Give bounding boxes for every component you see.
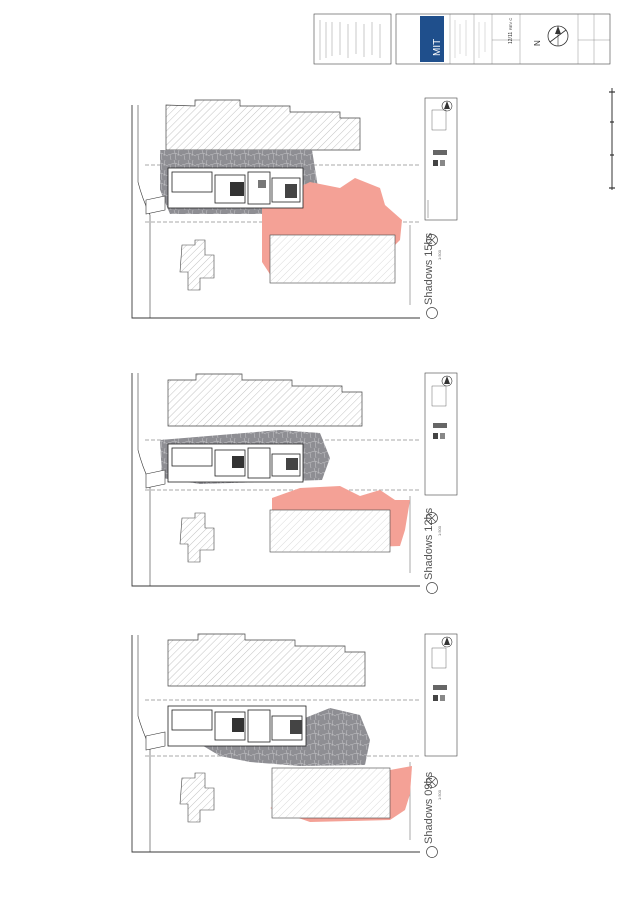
scale-bar — [609, 88, 615, 190]
notes-panel — [313, 13, 392, 65]
shadow-plan-09hs: Shadows 09hs 1:500 — [131, 633, 458, 858]
panel-title: Shadows 15hs — [423, 232, 435, 305]
shadow-plan-15hs: Shadows 15hs 1:500 — [131, 97, 458, 319]
north-label: N — [533, 40, 542, 46]
north-arrow-icon — [441, 100, 453, 112]
compass-icon — [547, 25, 569, 47]
shadow-plan-12hs: Shadows 12hs 1:500 — [131, 372, 458, 594]
panel-scale: 1:500 — [437, 249, 442, 260]
panel-title: Shadows 12hs — [423, 507, 435, 580]
revision: REV C — [508, 18, 513, 30]
logo-text: MIT — [432, 39, 443, 56]
section-marker-icon — [426, 776, 438, 788]
section-marker-icon — [426, 512, 438, 524]
section-marker-icon — [426, 234, 438, 246]
title-block: N 12/11 REV C MIT — [313, 13, 611, 65]
company-logo — [420, 16, 444, 62]
panel-scale: 1:500 — [437, 525, 442, 536]
panel-scale: 1:500 — [437, 789, 442, 800]
panel-title: Shadows 09hs — [423, 771, 435, 844]
north-arrow-icon — [441, 636, 453, 648]
north-arrow-icon — [441, 375, 453, 387]
sheet-number: 12/11 — [508, 32, 514, 44]
